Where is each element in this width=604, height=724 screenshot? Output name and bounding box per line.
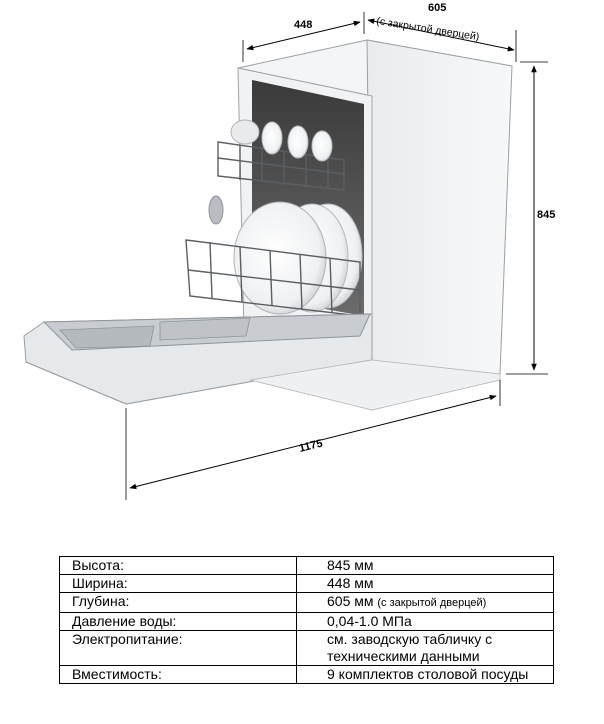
open-depth-dimension-label: 1175 <box>298 437 324 454</box>
spec-value-depth: 605 мм (с закрытой дверцей) <box>296 592 554 613</box>
spec-value-width: 448 мм <box>296 574 554 593</box>
table-row: Электропитание: см. заводскую табличку с… <box>59 630 554 666</box>
depth-dimension-label: 605 <box>428 2 446 14</box>
height-dimension-label: 845 <box>537 209 555 221</box>
spec-value-power-supply: см. заводскую табличку с техническими да… <box>296 630 554 666</box>
spec-value-capacity: 9 комплектов столовой посуды <box>296 665 554 684</box>
dishwasher-dimension-drawing: 448 605 (с закрытой дверцей) 845 1175 <box>23 2 555 500</box>
spec-label-width: Ширина: <box>59 574 297 593</box>
table-row: Давление воды: 0,04-1.0 МПа <box>59 612 554 631</box>
spec-label-capacity: Вместимость: <box>59 665 297 684</box>
dishwasher-image <box>23 39 513 411</box>
spec-label-power-supply: Электропитание: <box>59 630 297 666</box>
height-dimension: 845 <box>506 61 555 375</box>
width-dimension: 448 <box>242 12 365 62</box>
table-row: Вместимость: 9 комплектов столовой посуд… <box>59 665 554 684</box>
spec-value-depth-note: (с закрытой дверцей) <box>377 597 487 609</box>
depth-dimension-note: (с закрытой дверцей) <box>376 15 481 43</box>
specifications-table: Высота: 845 мм Ширина: 448 мм Глубина: 6… <box>59 556 554 684</box>
table-row: Глубина: 605 мм (с закрытой дверцей) <box>59 592 554 613</box>
spec-label-height: Высота: <box>59 556 297 575</box>
table-row: Высота: 845 мм <box>59 556 554 575</box>
spec-value-height: 845 мм <box>296 556 554 575</box>
spec-value-water-pressure: 0,04-1.0 МПа <box>296 612 554 631</box>
spec-value-depth-main: 605 мм <box>327 593 374 609</box>
width-dimension-label: 448 <box>294 19 312 31</box>
spec-label-depth: Глубина: <box>59 592 297 613</box>
spec-label-water-pressure: Давление воды: <box>59 612 297 631</box>
table-row: Ширина: 448 мм <box>59 574 554 593</box>
open-depth-dimension: 1175 <box>125 380 501 500</box>
